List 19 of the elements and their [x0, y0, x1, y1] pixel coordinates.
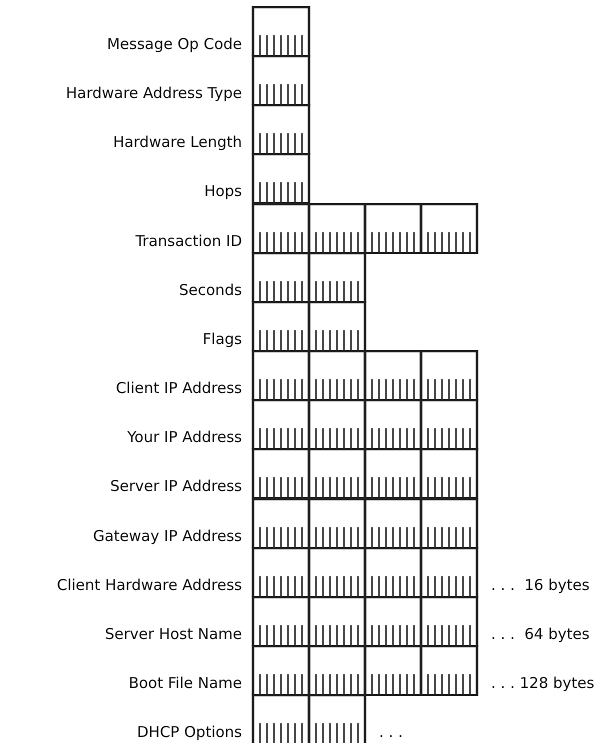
size-note: . . . 64 bytes — [491, 624, 590, 643]
field-label: Boot File Name — [128, 674, 242, 692]
field-label: Client Hardware Address — [56, 576, 242, 594]
size-note: . . . 16 bytes — [491, 576, 590, 594]
field-label: DHCP Options — [137, 723, 242, 742]
size-note: . . . — [379, 723, 403, 742]
field-label: Message Op Code — [106, 35, 242, 53]
field-label: Client IP Address — [116, 379, 242, 398]
field-label: Your IP Address — [127, 428, 242, 446]
field-label: Transaction ID — [135, 232, 242, 250]
field-label: Flags — [202, 330, 242, 348]
field-label: Hardware Length — [113, 133, 242, 152]
field-label: Server Host Name — [104, 624, 242, 643]
size-note: . . . 128 bytes — [491, 674, 594, 692]
field-label: Gateway IP Address — [92, 526, 242, 544]
field-label: Seconds — [178, 280, 242, 299]
field-label: Hardware Address Type — [66, 84, 242, 102]
field-label: Hops — [204, 182, 242, 200]
field-label: Server IP Address — [110, 477, 242, 496]
